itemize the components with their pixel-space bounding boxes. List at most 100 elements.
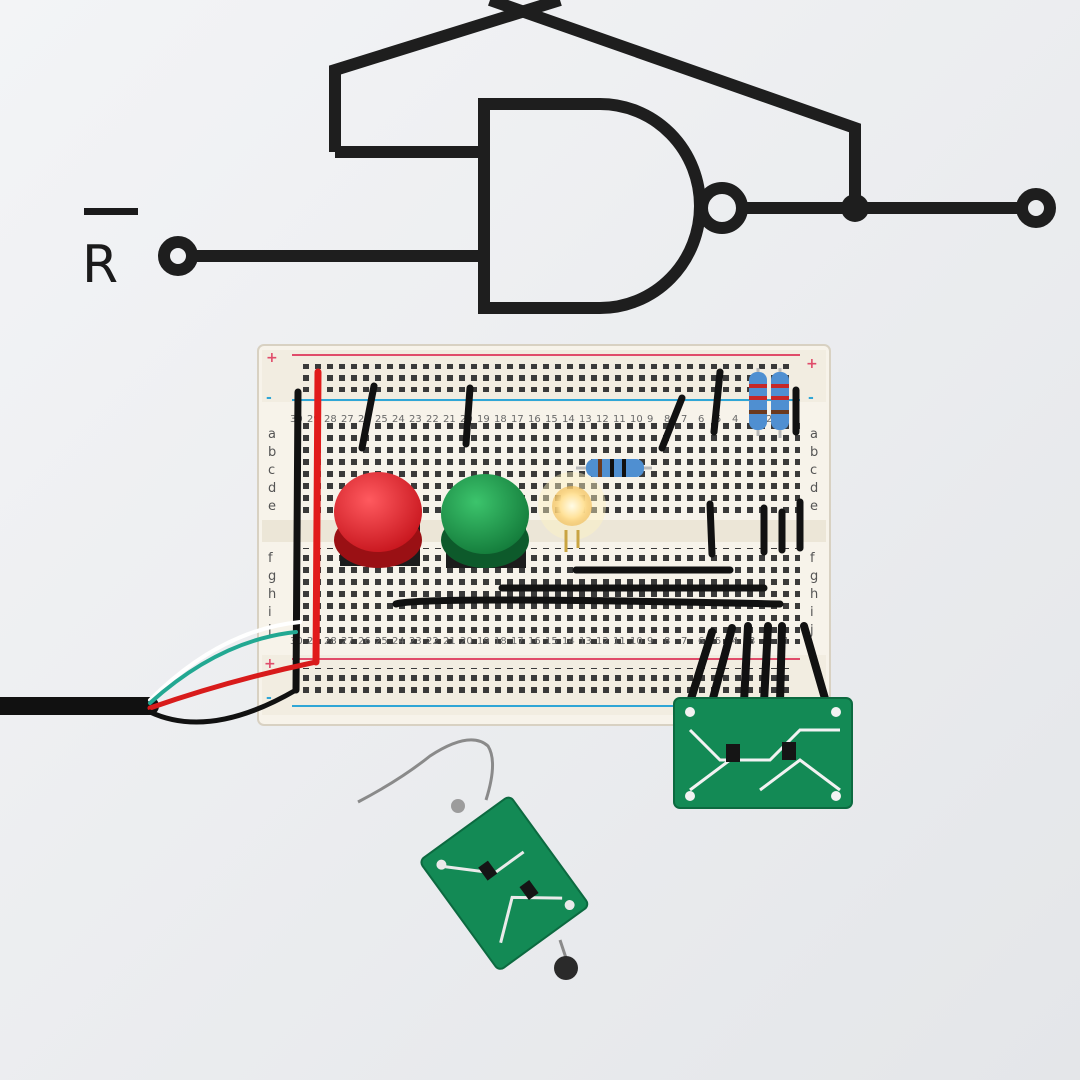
column-number: 24	[392, 636, 405, 647]
column-number: 3	[749, 636, 755, 647]
svg-text:g: g	[268, 569, 276, 584]
black-jumper	[706, 500, 716, 558]
column-number: 19	[477, 414, 490, 425]
column-number: 20	[460, 636, 473, 647]
black-jumper	[658, 394, 686, 452]
svg-text:c: c	[268, 463, 275, 478]
resistor-vertical-2	[771, 368, 789, 438]
svg-text:a: a	[268, 427, 276, 442]
svg-text:e: e	[810, 499, 818, 514]
wire-fan-to-pcb	[686, 622, 830, 706]
column-number: 29	[307, 414, 320, 425]
column-number: 23	[409, 636, 422, 647]
rail-minus-top: -	[266, 390, 272, 406]
column-number: 28	[324, 414, 337, 425]
svg-text:c: c	[810, 463, 817, 478]
svg-text:b: b	[810, 445, 818, 460]
row-letters-left-top: a b c d e	[268, 427, 276, 514]
svg-text:d: d	[268, 481, 276, 496]
column-number: 21	[443, 414, 456, 425]
black-jumper	[392, 596, 784, 608]
output-terminal	[1016, 188, 1056, 228]
column-number: 17	[511, 636, 524, 647]
column-number: 11	[613, 636, 626, 647]
column-number: 4	[732, 414, 738, 425]
row-letters-right-bottom: f g h i j	[809, 551, 818, 638]
column-number: 11	[613, 414, 626, 425]
column-number: 8	[664, 636, 670, 647]
row-letters-right-top: a b c d e	[810, 427, 818, 514]
svg-text:i: i	[810, 605, 814, 620]
column-number: 26	[358, 636, 371, 647]
column-number: 27	[341, 636, 354, 647]
column-number: 25	[375, 636, 388, 647]
led-lit	[538, 472, 606, 552]
column-number: 9	[647, 414, 653, 425]
column-number: 14	[562, 636, 575, 647]
feedback-wire	[329, 0, 562, 152]
column-number: 24	[392, 414, 405, 425]
rail-plus-right: +	[806, 356, 818, 372]
column-number: 1	[783, 636, 789, 647]
svg-text:h: h	[268, 587, 276, 602]
column-number: 23	[409, 414, 422, 425]
column-number: 15	[545, 636, 558, 647]
column-number: 5	[715, 636, 721, 647]
rail-plus-top: +	[266, 350, 278, 366]
svg-text:b: b	[268, 445, 276, 460]
input-label: R	[82, 235, 118, 295]
column-number: 19	[477, 636, 490, 647]
overline	[84, 208, 138, 215]
green-push-button[interactable]	[441, 474, 529, 568]
rail-minus-bottom: -	[266, 690, 272, 706]
jumper-wires	[292, 368, 804, 694]
column-number: 22	[426, 414, 439, 425]
column-number: 15	[545, 414, 558, 425]
black-jumper	[358, 382, 378, 452]
column-number: 22	[426, 636, 439, 647]
svg-text:d: d	[810, 481, 818, 496]
svg-text:e: e	[268, 499, 276, 514]
column-number: 16	[528, 636, 541, 647]
black-jumper	[462, 384, 474, 448]
svg-text:g: g	[810, 569, 818, 584]
column-number: 28	[324, 636, 337, 647]
red-push-button[interactable]	[334, 472, 422, 568]
column-number: 27	[341, 414, 354, 425]
black-jumper	[292, 388, 302, 694]
column-number: 13	[579, 636, 592, 647]
column-number: 14	[562, 414, 575, 425]
column-number: 13	[579, 414, 592, 425]
column-number: 18	[494, 636, 507, 647]
input-terminal	[158, 236, 198, 276]
svg-text:i: i	[268, 605, 272, 620]
resistor-horizontal	[576, 459, 652, 477]
earring-pcb	[357, 738, 589, 980]
row-letters-left-bottom: f g h i j	[267, 551, 276, 638]
column-number: 21	[443, 636, 456, 647]
rail-plus-bottom: +	[264, 656, 276, 672]
earring-hook	[357, 738, 494, 804]
feedback-wire-2	[488, 0, 861, 210]
column-number: 7	[681, 636, 687, 647]
column-number: 6	[698, 414, 704, 425]
column-number: 25	[375, 414, 388, 425]
svg-text:j: j	[267, 623, 272, 638]
column-number: 9	[647, 636, 653, 647]
column-number: 2	[766, 414, 772, 425]
svg-text:h: h	[810, 587, 818, 602]
usb-cable	[0, 620, 319, 725]
resistor-vertical-1	[749, 368, 767, 436]
black-jumper	[710, 368, 724, 436]
column-number: 18	[494, 414, 507, 425]
red-jumper	[312, 368, 322, 666]
column-number: 10	[630, 414, 643, 425]
svg-text:f: f	[810, 551, 815, 566]
svg-text:a: a	[810, 427, 818, 442]
rail-minus-right: -	[808, 390, 814, 406]
column-number: 12	[596, 636, 609, 647]
junction-dot	[841, 194, 869, 222]
column-number: 7	[681, 414, 687, 425]
